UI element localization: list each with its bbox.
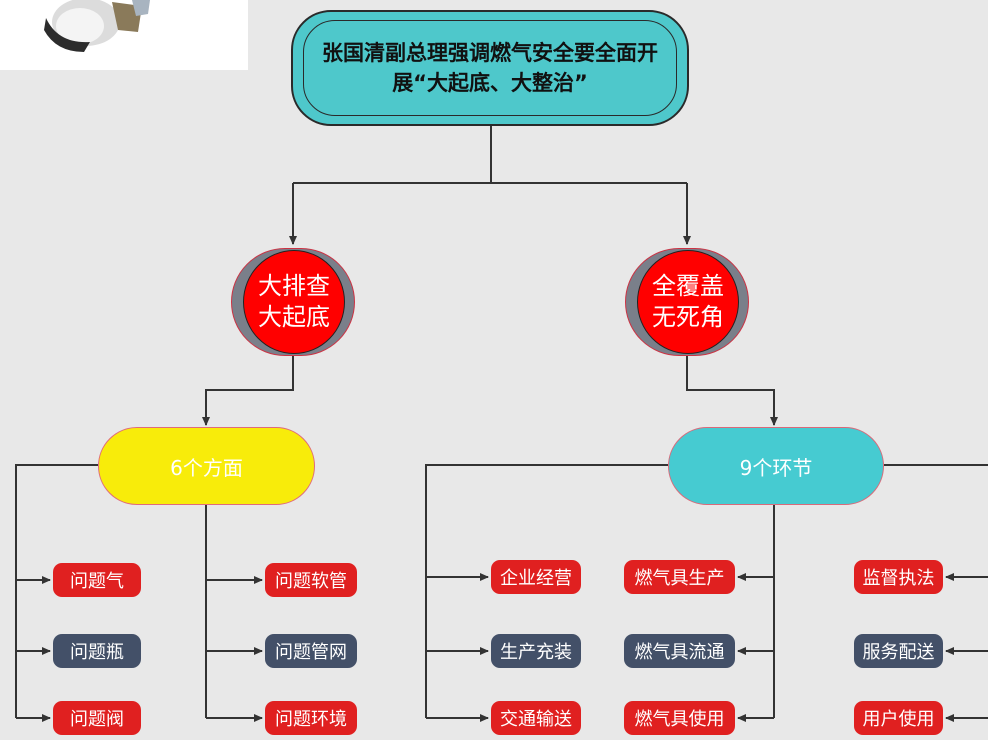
item-problem-environment: 问题环境 — [265, 701, 357, 735]
mascot-image — [0, 0, 248, 70]
title-box: 张国清副总理强调燃气安全要全面开展“大起底、大整治” — [291, 10, 689, 126]
branch-right-circle: 全覆盖 无死角 — [637, 250, 739, 354]
title-text: 张国清副总理强调燃气安全要全面开展“大起底、大整治” — [303, 20, 677, 116]
item-problem-cylinder: 问题瓶 — [53, 634, 141, 668]
branch-left-line1: 大排查 — [258, 272, 330, 300]
branch-right-node: 全覆盖 无死角 — [625, 248, 749, 356]
group-nine-links: 9个环节 — [668, 427, 884, 505]
item-problem-hose: 问题软管 — [265, 563, 357, 597]
branch-left-line2: 大起底 — [258, 303, 330, 331]
branch-left-node: 大排查 大起底 — [231, 248, 355, 356]
item-problem-valve: 问题阀 — [53, 701, 141, 735]
branch-right-line1: 全覆盖 — [652, 272, 724, 300]
item-problem-network: 问题管网 — [265, 634, 357, 668]
item-problem-gas: 问题气 — [53, 563, 141, 597]
branch-left-circle: 大排查 大起底 — [243, 250, 345, 354]
group-six-aspects: 6个方面 — [98, 427, 315, 505]
item-production-filling: 生产充装 — [491, 634, 581, 668]
item-enterprise-operation: 企业经营 — [491, 560, 581, 594]
item-user-use: 用户使用 — [854, 701, 943, 735]
branch-right-line2: 无死角 — [652, 303, 724, 331]
item-appliance-use: 燃气具使用 — [624, 701, 735, 735]
item-service-delivery: 服务配送 — [854, 634, 943, 668]
item-supervision: 监督执法 — [854, 560, 943, 594]
item-appliance-circulation: 燃气具流通 — [624, 634, 735, 668]
item-transport: 交通输送 — [491, 701, 581, 735]
item-appliance-production: 燃气具生产 — [624, 560, 735, 594]
